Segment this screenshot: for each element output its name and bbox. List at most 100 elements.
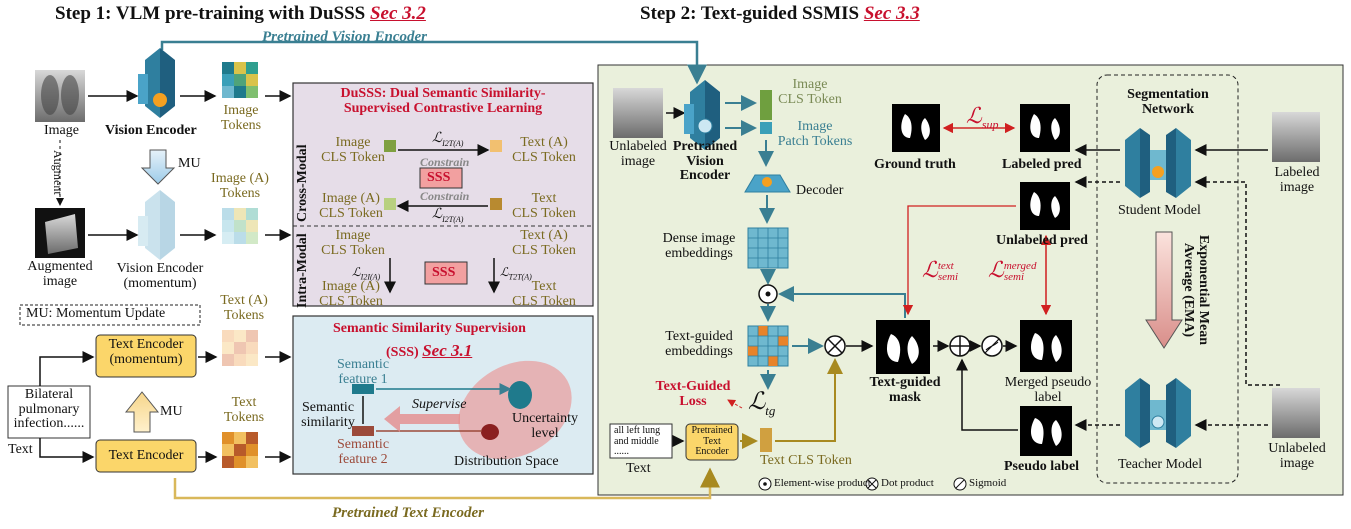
ground-truth-mask [892, 104, 940, 152]
unlabeled-pred-label: Unlabeled pred [996, 233, 1088, 248]
loss-i2ta-top: ℒI2T(A) [432, 131, 464, 148]
student-model-shape [1125, 128, 1191, 198]
vision-encoder-shape [138, 48, 175, 118]
text-guided-embeddings-grid [747, 325, 789, 367]
text-encoder-momentum-label: Text Encoder(momentum) [108, 337, 184, 367]
text-a-tokens-stack [222, 330, 258, 366]
student-model-label: Student Model [1118, 203, 1201, 218]
mu-label-text: MU [160, 404, 183, 419]
step1-title: Step 1: VLM pre-training with DuSSS Sec … [55, 3, 426, 24]
pretrained-vision-encoder-shape [684, 80, 720, 150]
distribution-space-label: Distribution Space [454, 454, 559, 469]
seg-network-box [1096, 74, 1239, 484]
sss-node-cross: SSS [427, 170, 451, 185]
text-encoder-momentum-box [95, 334, 197, 378]
mu-label-vision: MU [178, 156, 201, 171]
labeled-xray [1272, 112, 1320, 162]
legend-elementwise: Element-wise product [774, 477, 871, 489]
image-label: Image [44, 123, 79, 138]
sss-abbr: (SSS) Sec 3.1 [386, 341, 473, 360]
merged-pseudo-label [1020, 320, 1072, 372]
image-tokens-stack [222, 62, 258, 98]
supervise-label: Supervise [412, 397, 467, 412]
step2-title: Step 2: Text-guided SSMIS Sec 3.3 [640, 3, 920, 24]
labeled-pred-mask [1020, 104, 1070, 152]
dense-embeddings-grid [747, 227, 789, 269]
pretrained-vision-path [160, 40, 707, 85]
image-a-tokens-label: Image (A)Tokens [211, 171, 269, 201]
mu-legend-box [19, 304, 201, 326]
step2-sec: Sec 3.3 [863, 3, 920, 24]
pretrained-vision-encoder-label: Pretrained Vision Encoder [262, 29, 428, 45]
loss-tg: ℒtg [748, 389, 776, 418]
text-encoder-label: Text Encoder [108, 448, 184, 463]
loss-i2ia: ℒI2I(A) [352, 265, 381, 282]
text-encoder-box [95, 439, 197, 473]
pseudo-label-text: Pseudo label [1004, 459, 1080, 474]
image-a-cls-intra: Image (A)CLS Token [319, 279, 383, 309]
cross-modal-label: Cross-Modal [295, 144, 310, 222]
text-a-tokens-label: Text (A)Tokens [220, 293, 268, 323]
vision-encoder-momentum-shape [138, 190, 175, 260]
text-guided-mask [876, 320, 930, 374]
mu-legend: MU: Momentum Update [26, 306, 166, 321]
teacher-model-label: Teacher Model [1118, 457, 1203, 472]
unlabeled-xray [613, 88, 663, 138]
step2-panel [597, 64, 1344, 496]
legend-dot: Dot product [881, 477, 934, 489]
constrain-bottom: Constrain [420, 189, 470, 203]
loss-sup: ℒsup [966, 103, 999, 132]
image-a-cls-cross: Image (A)CLS Token [319, 191, 383, 221]
ground-truth-label: Ground truth [874, 157, 956, 172]
text-a-cls-cross: Text (A)CLS Token [512, 135, 576, 165]
sss-title: Semantic Similarity Supervision [333, 321, 526, 336]
text-a-cls-intra: Text (A)CLS Token [512, 228, 576, 258]
labeled-pred-label: Labeled pred [1002, 157, 1082, 172]
image-a-tokens-stack [222, 208, 258, 244]
vision-encoder-momentum-label: Vision Encoder(momentum) [116, 261, 204, 291]
teacher-model-shape [1125, 378, 1191, 448]
unlabeled-xray-right [1272, 388, 1320, 438]
text-label: Text [8, 442, 33, 457]
pretrained-text-encoder-box [685, 423, 739, 461]
vision-encoder-label: Vision Encoder [105, 123, 197, 138]
text-sample-box [7, 385, 91, 439]
constrain-top: Constrain [420, 155, 470, 169]
pseudo-label [1020, 406, 1072, 456]
pretrained-text-path [173, 467, 720, 500]
loss-t2ta: ℒT2T(A) [500, 265, 532, 282]
text-tokens-stack [222, 432, 258, 468]
augment-label: Augment [51, 150, 65, 195]
legend-sigmoid: Sigmoid [969, 477, 1007, 489]
dusss-title: DuSSS: Dual Semantic Similarity-Supervis… [340, 86, 546, 116]
loss-i2ta-bottom: ℒI2T(A) [432, 207, 464, 224]
